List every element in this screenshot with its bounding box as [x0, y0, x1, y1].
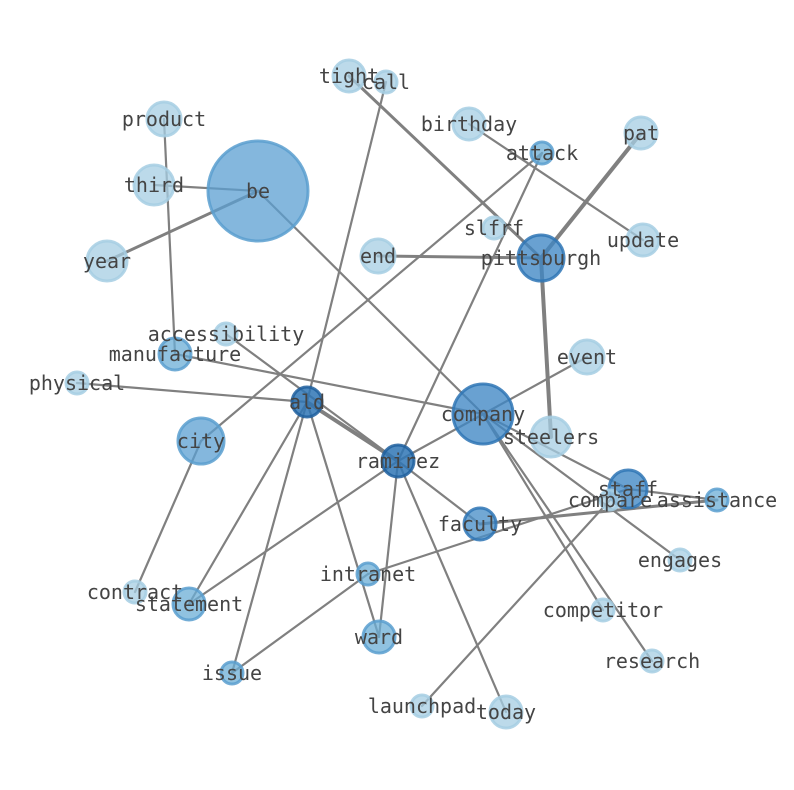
- edge-be-company: [256, 189, 485, 416]
- node-label-physical: physical: [29, 371, 125, 395]
- node-label-competitor: competitor: [543, 598, 663, 622]
- node-statement[interactable]: [171, 586, 207, 622]
- labels-layer: be company pittsburgh ald ramirez staff facult…: [29, 64, 777, 724]
- edge-intranet-issue: [230, 572, 370, 675]
- node-ald[interactable]: [290, 385, 324, 419]
- node-city[interactable]: [176, 416, 226, 466]
- node-manufacture[interactable]: [157, 336, 193, 372]
- node-steelers[interactable]: [529, 415, 573, 459]
- node-physical[interactable]: [64, 370, 90, 396]
- node-ramirez[interactable]: [380, 443, 416, 479]
- node-engages[interactable]: [667, 547, 693, 573]
- node-compare[interactable]: [598, 488, 622, 512]
- node-label-ald: ald: [289, 390, 325, 414]
- edge-attack-city: [199, 151, 544, 443]
- edge-ald-ward: [305, 400, 381, 639]
- node-label-city: city: [177, 429, 225, 453]
- edge-ald-ramirez: [305, 400, 400, 463]
- node-label-contract: contract: [87, 580, 183, 604]
- node-label-engages: engages: [638, 548, 722, 572]
- node-label-pat: pat: [623, 121, 659, 145]
- node-faculty[interactable]: [462, 506, 498, 542]
- node-label-intranet: intranet: [320, 562, 416, 586]
- edge-company-competitor: [481, 412, 605, 612]
- node-label-call: call: [362, 70, 410, 94]
- node-label-year: year: [83, 249, 131, 273]
- node-label-research: research: [604, 649, 700, 673]
- edge-pittsburgh-steelers: [539, 256, 553, 439]
- node-attack[interactable]: [529, 140, 555, 166]
- node-research[interactable]: [639, 648, 665, 674]
- edge-product-manufacture: [162, 117, 177, 356]
- node-label-ramirez: ramirez: [356, 449, 440, 473]
- node-label-manufacture: manufacture: [109, 342, 241, 366]
- node-label-assistance: assistance: [657, 488, 777, 512]
- edge-attack-ramirez: [396, 151, 544, 463]
- node-year[interactable]: [85, 239, 129, 283]
- node-contract[interactable]: [122, 579, 148, 605]
- node-event[interactable]: [568, 338, 606, 376]
- node-update[interactable]: [625, 222, 661, 258]
- edge-ald-statement: [187, 400, 309, 606]
- edge-company-research: [481, 412, 654, 663]
- node-be[interactable]: [206, 139, 310, 243]
- node-pat[interactable]: [623, 115, 659, 151]
- node-label-event: event: [557, 345, 617, 369]
- edge-city-contract: [133, 439, 203, 594]
- nodes-layer: [64, 58, 730, 730]
- node-label-attack: attack: [506, 141, 578, 165]
- node-label-third: third: [124, 173, 184, 197]
- node-label-end: end: [360, 244, 396, 268]
- node-label-launchpad: launchpad: [368, 694, 476, 718]
- node-label-tight: tight: [319, 64, 379, 88]
- node-label-staff: staff: [598, 477, 658, 501]
- node-accessibility[interactable]: [213, 321, 239, 347]
- node-label-ward: ward: [355, 625, 403, 649]
- node-slfrf[interactable]: [481, 215, 507, 241]
- node-call[interactable]: [373, 69, 399, 95]
- edge-pat-pittsburgh: [539, 131, 643, 260]
- node-label-accessibility: accessibility: [148, 322, 305, 346]
- node-label-faculty: faculty: [438, 512, 522, 536]
- node-today[interactable]: [488, 694, 524, 730]
- edge-call-ald: [305, 80, 388, 404]
- node-ward[interactable]: [361, 619, 397, 655]
- node-third[interactable]: [132, 163, 176, 207]
- edge-end-pittsburgh: [376, 254, 543, 260]
- edge-ramirez-ward: [377, 459, 400, 639]
- node-tight[interactable]: [331, 58, 367, 94]
- node-label-be: be: [246, 179, 270, 203]
- node-assistance[interactable]: [704, 487, 730, 513]
- edge-compare-launchpad: [420, 498, 612, 708]
- node-label-statement: statement: [135, 592, 243, 616]
- node-label-product: product: [122, 107, 206, 131]
- edge-physical-ald: [75, 381, 309, 404]
- node-label-pittsburgh: pittsburgh: [481, 246, 601, 270]
- node-competitor[interactable]: [590, 597, 616, 623]
- edge-birthday-update: [467, 122, 645, 242]
- edge-staff-intranet: [366, 487, 630, 576]
- node-birthday[interactable]: [451, 106, 487, 142]
- node-intranet[interactable]: [355, 561, 381, 587]
- node-launchpad[interactable]: [409, 693, 435, 719]
- node-label-slfrf: slfrf: [464, 216, 524, 240]
- node-label-birthday: birthday: [421, 112, 517, 136]
- node-label-company: company: [441, 402, 525, 426]
- node-label-compare: compare: [568, 488, 652, 512]
- node-label-steelers: steelers: [503, 425, 599, 449]
- edge-ramirez-today: [396, 459, 508, 714]
- edge-company-engages: [481, 412, 682, 562]
- node-product[interactable]: [145, 100, 183, 138]
- edge-ramirez-statement: [187, 459, 400, 606]
- node-label-today: today: [476, 700, 536, 724]
- edge-ald-issue: [230, 400, 309, 675]
- node-issue[interactable]: [219, 660, 245, 686]
- node-company[interactable]: [451, 382, 515, 446]
- node-end[interactable]: [359, 237, 397, 275]
- node-label-update: update: [607, 228, 679, 252]
- edge-manufacture-company: [173, 352, 485, 416]
- node-label-issue: issue: [202, 661, 262, 685]
- node-pittsburgh[interactable]: [516, 233, 566, 283]
